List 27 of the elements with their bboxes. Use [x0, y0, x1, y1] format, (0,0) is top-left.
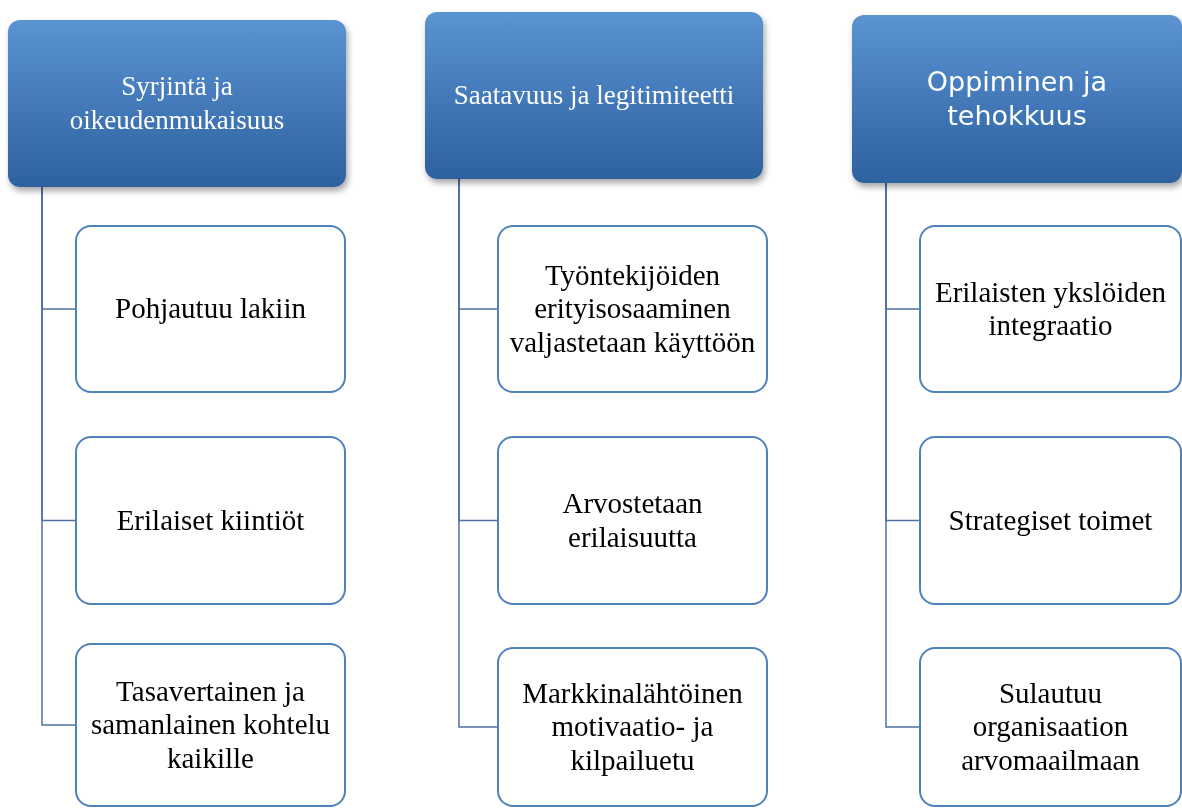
box-text: Sulautuu organisaation arvomaailmaan	[960, 677, 1141, 777]
category-header-box	[852, 15, 1182, 183]
connector-line	[885, 182, 920, 728]
item-box	[919, 647, 1182, 807]
connector-line	[41, 186, 76, 726]
box-text: Erilaiset kiintiöt	[116, 503, 305, 538]
item-box	[75, 436, 346, 605]
box-text: Erilaisten ykslöiden integraatio	[933, 275, 1168, 343]
item-box	[497, 647, 768, 807]
category-header-box	[425, 12, 763, 179]
item-box	[497, 436, 768, 605]
connector-line	[458, 178, 498, 728]
item-box	[919, 436, 1182, 605]
box-text: Tasavertainen ja samanlainen kohtelu kaikille	[89, 675, 332, 775]
box-text: Markkinalähtöinen motivaatio- ja kilpailuetu	[521, 677, 744, 777]
box-text: Strategiset toimet	[948, 503, 1153, 538]
item-box	[919, 225, 1182, 393]
item-box	[75, 225, 346, 393]
box-text: Oppiminen ja tehokkuus	[925, 65, 1109, 133]
item-box	[497, 225, 768, 393]
box-text: Työntekijöiden erityisosaaminen valjastetaan käyttöön	[508, 259, 757, 359]
item-box	[75, 643, 346, 807]
box-text: Arvostetaan erilaisuutta	[561, 487, 704, 554]
box-text: Saatavuus ja legitimiteetti	[453, 78, 735, 112]
box-text: Syrjintä ja oikeudenmukaisuus	[68, 69, 286, 137]
box-text: Pohjautuu lakiin	[115, 292, 306, 326]
category-header-box	[8, 20, 346, 187]
